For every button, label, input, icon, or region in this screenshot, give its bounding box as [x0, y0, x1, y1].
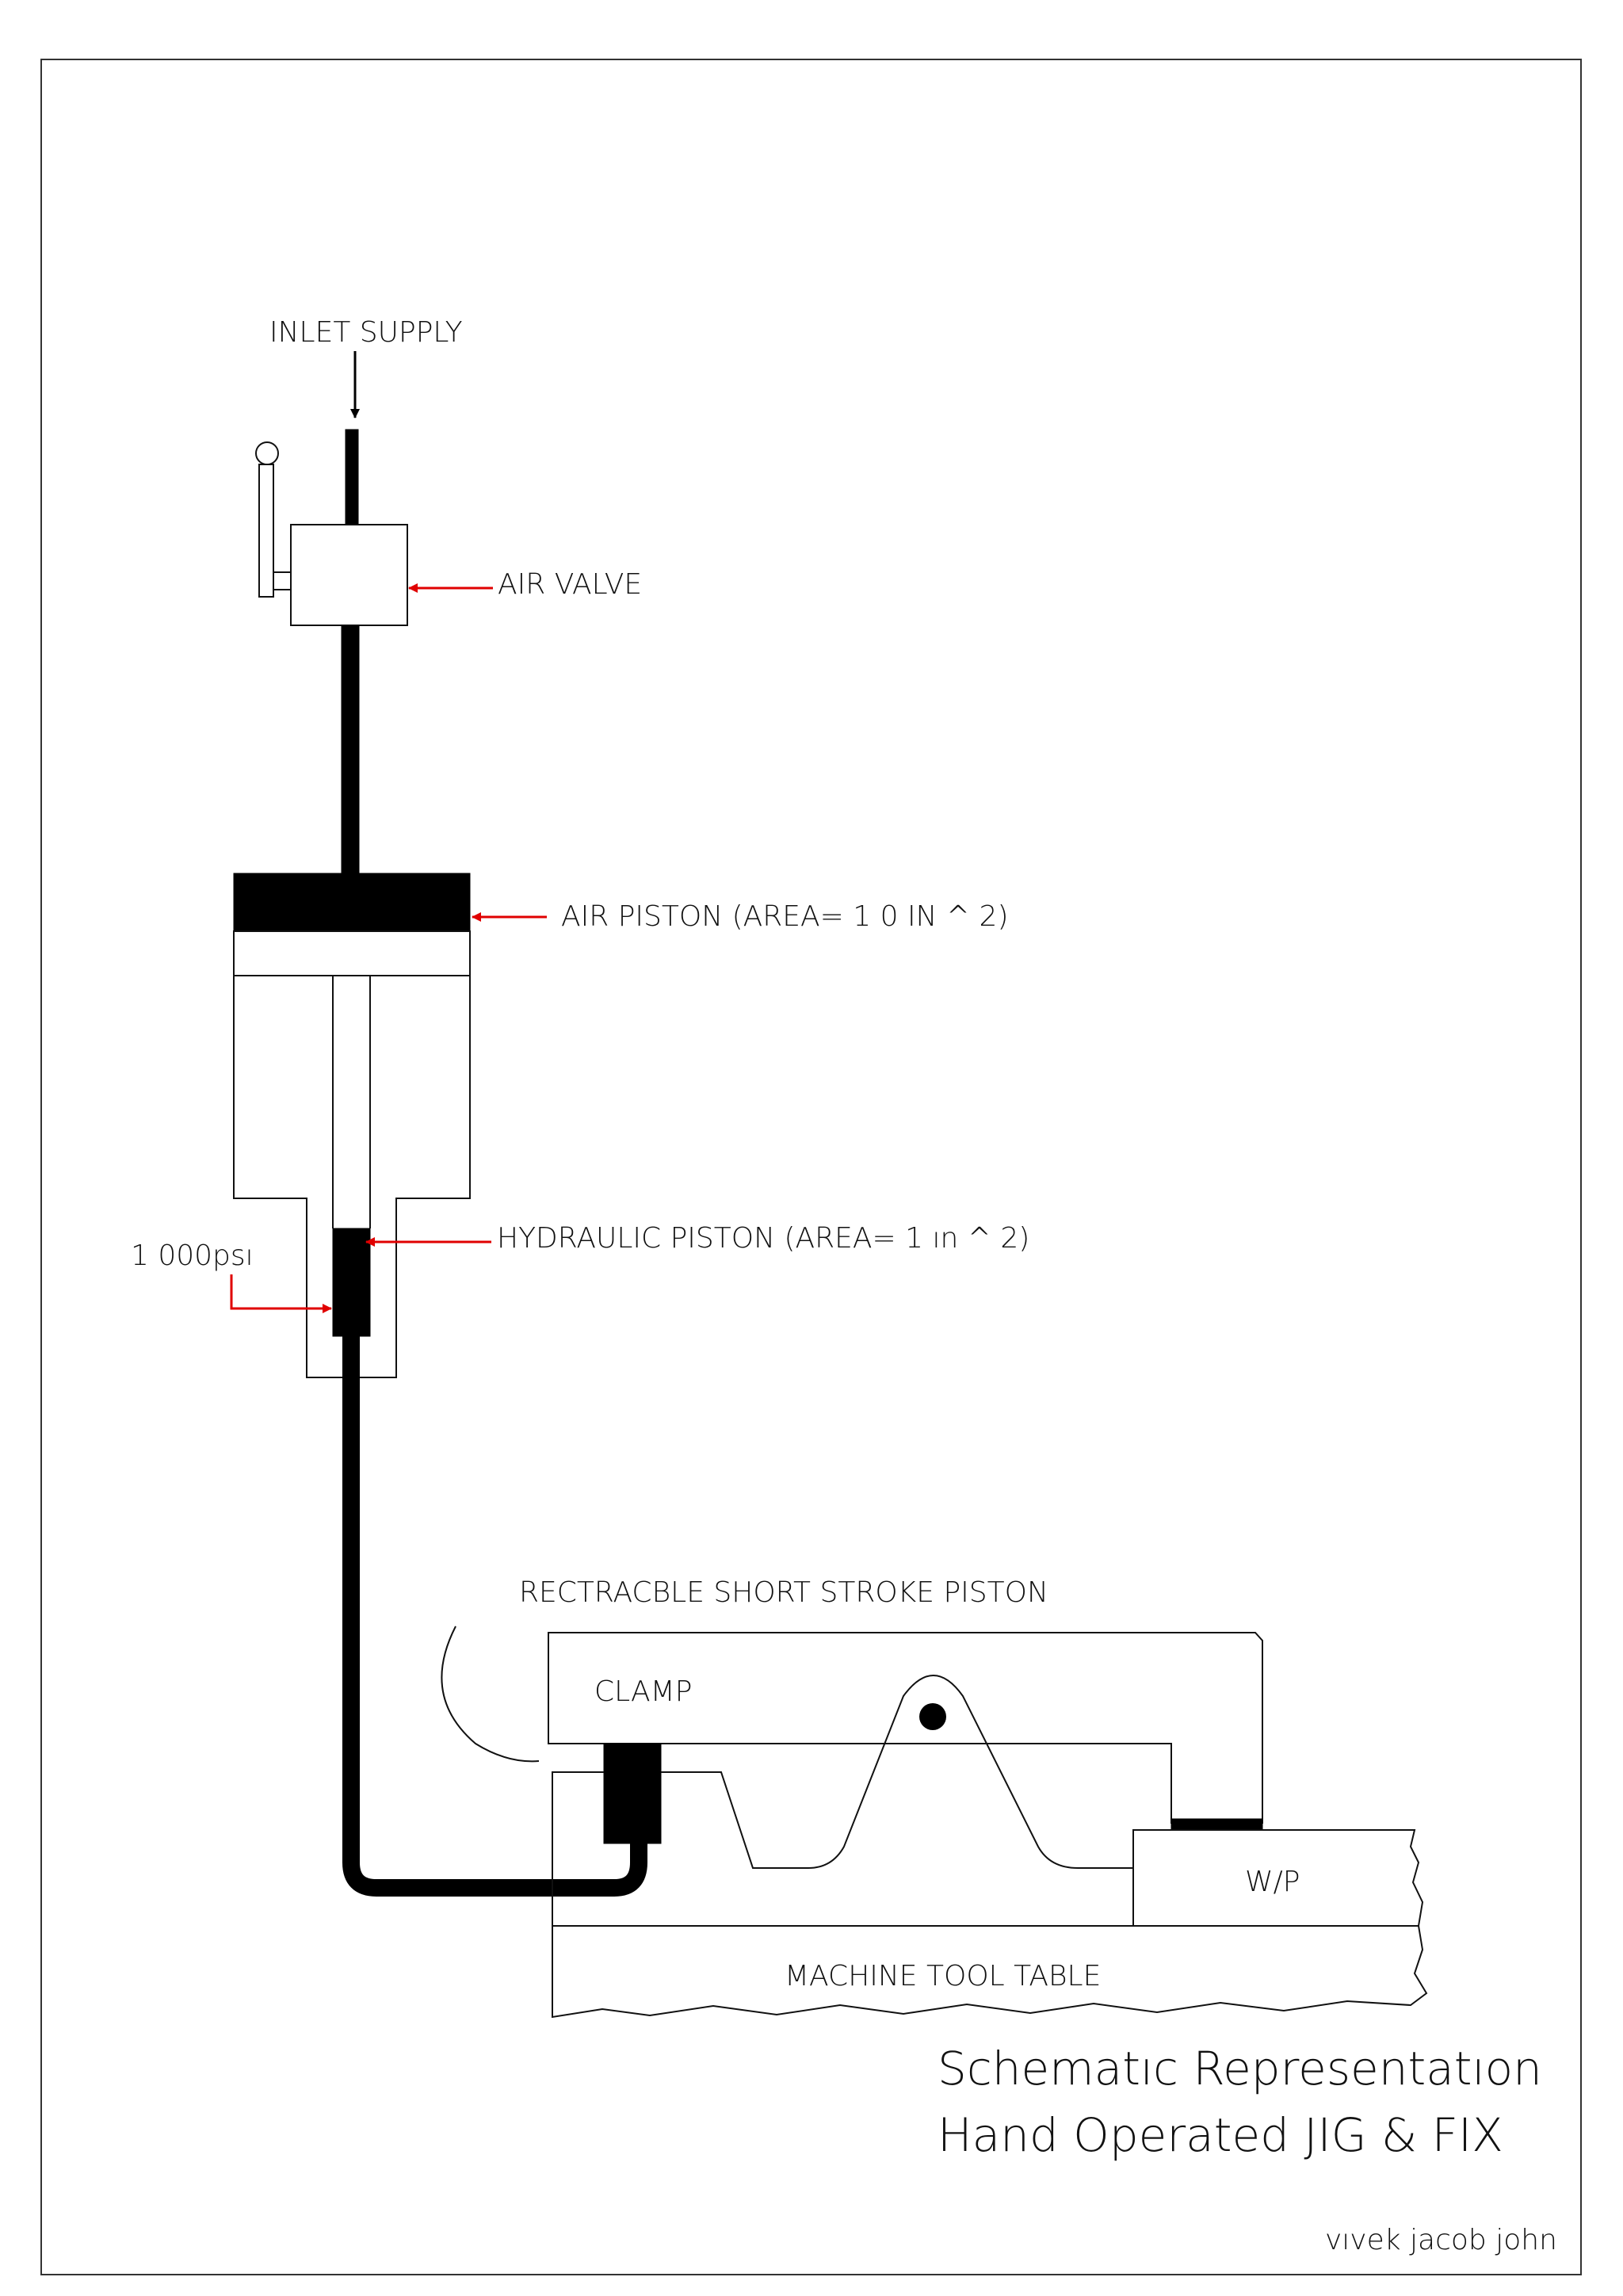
hydraulic-piston-label: HYDRAULIC PISTON (AREA= 1 ın ^ 2): [497, 1222, 1029, 1255]
workpiece: W/P: [1132, 1829, 1424, 1927]
clamp-pad: [1170, 1818, 1263, 1831]
retractable-piston-leader: [441, 1626, 540, 1763]
hydraulic-line: [342, 1336, 647, 1897]
air-valve: [255, 441, 408, 626]
pressure-label: 1 000psı: [131, 1240, 254, 1272]
fixture-base: [552, 1675, 1133, 1926]
clamp-body: [548, 1632, 1263, 1824]
fixture-profile: [552, 1675, 1133, 1926]
machine-tool-table: MACHINE TOOL TABLE: [552, 1925, 1428, 2019]
inlet-supply-label: INLET SUPPLY: [269, 316, 463, 349]
workpiece-label: W/P: [1245, 1866, 1300, 1898]
valve-handle-knob-icon: [255, 441, 279, 465]
clamp-label: CLAMP: [594, 1675, 692, 1708]
clamp: [548, 1632, 1263, 1844]
workpiece-outline: [1132, 1829, 1424, 1927]
fulcrum-pin-icon: [919, 1703, 946, 1730]
valve-body: [290, 524, 408, 626]
air-cylinder: [233, 873, 471, 1378]
air-piston-head: [233, 873, 471, 932]
machine-table-label: MACHINE TOOL TABLE: [785, 1960, 1101, 1992]
table-outline: [552, 1925, 1428, 2019]
retractable-piston-label: RECTRACBLE SHORT STROKE PISTON: [519, 1576, 1048, 1609]
drawing-border: [40, 59, 1582, 2275]
air-piston-label: AIR PISTON (AREA= 1 0 IN ^ 2): [561, 900, 1009, 933]
valve-handle: [258, 464, 274, 598]
valve-stem: [273, 571, 292, 590]
title-line-2: Hand Operated JIG & FIX: [938, 2108, 1503, 2162]
clamp-piston: [603, 1743, 662, 1844]
air-valve-label: AIR VALVE: [498, 568, 642, 601]
author-signature: vıvek jacob john: [1325, 2224, 1557, 2256]
title-line-1: Schematıc Representatıon: [938, 2042, 1542, 2095]
cylinder-upper: [233, 930, 471, 976]
air-line: [341, 625, 360, 874]
hydraulic-piston: [332, 1228, 371, 1337]
pressure-arrow: [230, 1274, 332, 1313]
supply-pipe: [345, 429, 359, 525]
